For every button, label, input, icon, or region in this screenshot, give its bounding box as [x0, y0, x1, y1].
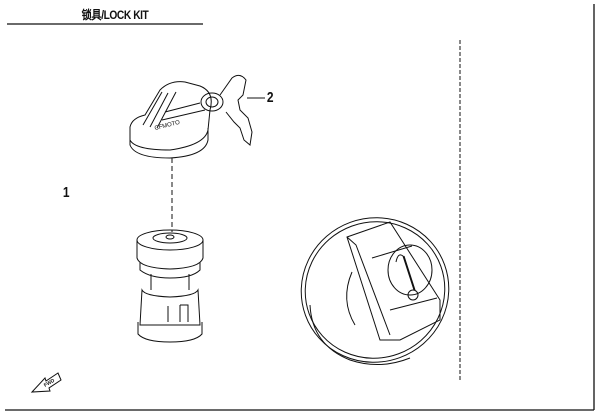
forward-arrow-icon: [30, 372, 62, 393]
callout-2: 2: [266, 89, 274, 106]
key-brand-text: CFMOTO: [154, 120, 181, 132]
key-icon: CFMOTO: [129, 74, 253, 232]
callout-1: 1: [62, 184, 70, 201]
lock-cylinder-icon: [136, 229, 204, 343]
fuel-cap-icon: [300, 217, 450, 365]
page-title: 锁具/LOCK KIT: [81, 8, 149, 22]
forward-arrow-label: FWD: [43, 378, 56, 389]
